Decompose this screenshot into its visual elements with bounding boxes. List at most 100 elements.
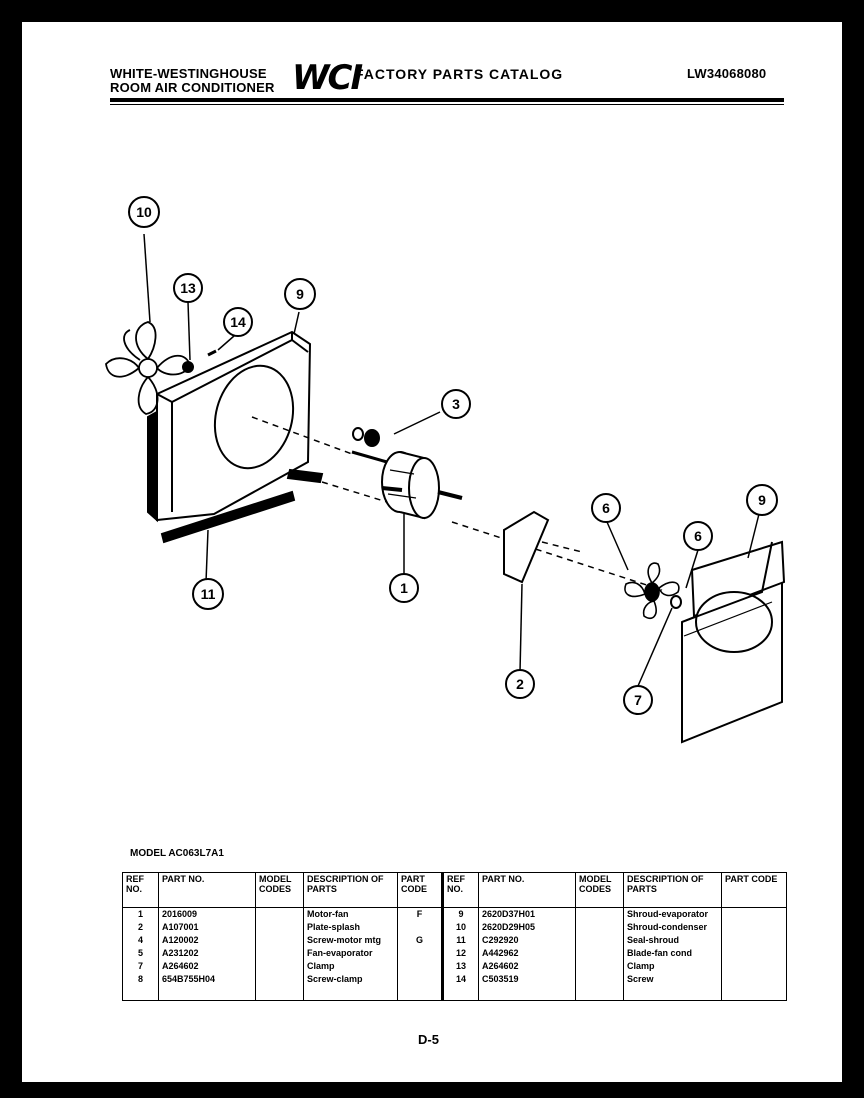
callout-10: 9 bbox=[284, 278, 316, 310]
cell: 2016009 bbox=[162, 910, 198, 919]
cell: Clamp bbox=[627, 962, 655, 971]
callout-12: 10 bbox=[128, 196, 160, 228]
header-desc: DESCRIPTION OF PARTS bbox=[303, 872, 398, 908]
cell: A231202 bbox=[162, 949, 199, 958]
callout-6-right: 6 bbox=[683, 521, 713, 551]
right-model-col bbox=[575, 907, 624, 1001]
left-code-col: F G bbox=[397, 907, 443, 1001]
cell: Blade-fan cond bbox=[627, 949, 693, 958]
cell: Clamp bbox=[307, 962, 335, 971]
svg-text:3: 3 bbox=[452, 396, 460, 412]
clamp-13 bbox=[182, 361, 194, 373]
cell: 14 bbox=[455, 975, 466, 984]
exploded-parts-diagram: 10 13 14 9 3 1 11 2 6 6 7 9 bbox=[105, 196, 786, 744]
header-ref-right: REF NO. bbox=[441, 872, 479, 908]
svg-text:11: 11 bbox=[201, 586, 216, 602]
cell: 2620D37H01 bbox=[482, 910, 536, 919]
callout-11: 11 bbox=[192, 578, 224, 610]
wci-logo: WCI bbox=[292, 58, 363, 98]
cell: Fan-evaporator bbox=[307, 949, 373, 958]
model-label: MODEL AC063L7A1 bbox=[130, 848, 224, 859]
svg-text:9: 9 bbox=[296, 286, 304, 302]
svg-text:1: 1 bbox=[400, 580, 408, 596]
header-part: PART NO. bbox=[158, 872, 256, 908]
cell: A120002 bbox=[162, 936, 199, 945]
cell: 2620D29H05 bbox=[482, 923, 536, 932]
svg-text:2: 2 bbox=[516, 676, 524, 692]
cell bbox=[401, 962, 438, 975]
cell: Shroud-condenser bbox=[627, 923, 708, 932]
catalog-title: FACTORY PARTS CATALOG bbox=[355, 66, 564, 82]
cell: 8 bbox=[137, 975, 143, 984]
cell: A264602 bbox=[162, 962, 199, 971]
cell: A107001 bbox=[162, 923, 199, 932]
svg-text:10: 10 bbox=[136, 204, 152, 220]
header-code-right: PART CODE bbox=[721, 872, 787, 908]
cell: G bbox=[415, 936, 423, 945]
svg-text:6: 6 bbox=[694, 528, 702, 544]
condenser-fan-blade bbox=[105, 321, 191, 415]
evaporator-fan bbox=[624, 562, 680, 620]
cell bbox=[401, 923, 438, 936]
cell: 1 bbox=[137, 910, 143, 919]
cell: 7 bbox=[137, 962, 143, 971]
header-rule-thin bbox=[110, 104, 784, 105]
cell: 13 bbox=[455, 962, 466, 971]
header-ref: REF NO. bbox=[122, 872, 159, 908]
callout-13: 13 bbox=[173, 273, 203, 303]
cell: 12 bbox=[455, 949, 466, 958]
cell: A264602 bbox=[482, 962, 519, 971]
header-desc-right: DESCRIPTION OF PARTS bbox=[623, 872, 722, 908]
svg-text:14: 14 bbox=[230, 314, 246, 330]
fan-motor bbox=[351, 450, 463, 520]
cell: 2 bbox=[137, 923, 143, 932]
assembly-axis bbox=[251, 416, 663, 591]
callout-9: 9 bbox=[746, 484, 778, 516]
table-header-row: REF NO. PART NO. MODEL CODES DESCRIPTION… bbox=[122, 872, 787, 908]
splash-plate bbox=[503, 510, 550, 584]
cell: 10 bbox=[455, 923, 466, 932]
svg-text:6: 6 bbox=[602, 500, 610, 516]
cell: Screw bbox=[627, 975, 654, 984]
left-desc-col: Motor-fan Plate-splash Screw-motor mtg F… bbox=[303, 907, 398, 1001]
svg-text:9: 9 bbox=[758, 492, 766, 508]
cell: Screw-clamp bbox=[307, 975, 363, 984]
callout-leaders bbox=[143, 233, 761, 687]
brand-line-2: ROOM AIR CONDITIONER bbox=[110, 80, 275, 95]
motor-mount-screw bbox=[352, 427, 380, 447]
left-model-col bbox=[255, 907, 304, 1001]
brand-line-1: WHITE-WESTINGHOUSE bbox=[110, 66, 267, 81]
document-number: LW34068080 bbox=[687, 66, 767, 81]
cell: 11 bbox=[456, 936, 466, 945]
left-ref-col: 1 2 4 5 7 8 bbox=[122, 907, 159, 1001]
catalog-page: WHITE-WESTINGHOUSE ROOM AIR CONDITIONER … bbox=[22, 22, 842, 1082]
cell: F bbox=[416, 910, 423, 919]
condenser-shroud bbox=[147, 330, 312, 523]
cell bbox=[401, 975, 438, 988]
right-desc-col: Shroud-evaporator Shroud-condenser Seal-… bbox=[623, 907, 722, 1001]
callout-14: 14 bbox=[223, 307, 253, 337]
page-number: D-5 bbox=[418, 1032, 439, 1047]
cell: A442962 bbox=[482, 949, 519, 958]
cell: C292920 bbox=[482, 936, 519, 945]
callout-bubbles: 10 13 14 9 3 1 11 2 6 6 7 9 bbox=[128, 196, 778, 715]
right-part-col: 2620D37H01 2620D29H05 C292920 A442962 A2… bbox=[478, 907, 576, 1001]
callout-6-fan: 6 bbox=[591, 493, 621, 523]
header-rule bbox=[110, 98, 784, 102]
evaporator-shroud bbox=[681, 540, 786, 744]
right-ref-col: 9 10 11 12 13 14 bbox=[441, 907, 479, 1001]
right-code-col bbox=[721, 907, 787, 1001]
cell: 5 bbox=[137, 949, 143, 958]
svg-text:13: 13 bbox=[180, 280, 196, 296]
table-row: 1 2 4 5 7 8 2016009 A107001 A120002 A231… bbox=[122, 907, 787, 1001]
cell: Shroud-evaporator bbox=[627, 910, 709, 919]
header-model: MODEL CODES bbox=[255, 872, 304, 908]
cell: Plate-splash bbox=[307, 923, 361, 932]
cell: 654B755H04 bbox=[162, 975, 216, 984]
header-part-right: PART NO. bbox=[478, 872, 576, 908]
cell bbox=[401, 949, 438, 962]
callout-2: 2 bbox=[505, 669, 535, 699]
cell: Screw-motor mtg bbox=[307, 936, 382, 945]
cell: 4 bbox=[137, 936, 143, 945]
clamp-7 bbox=[670, 595, 682, 609]
